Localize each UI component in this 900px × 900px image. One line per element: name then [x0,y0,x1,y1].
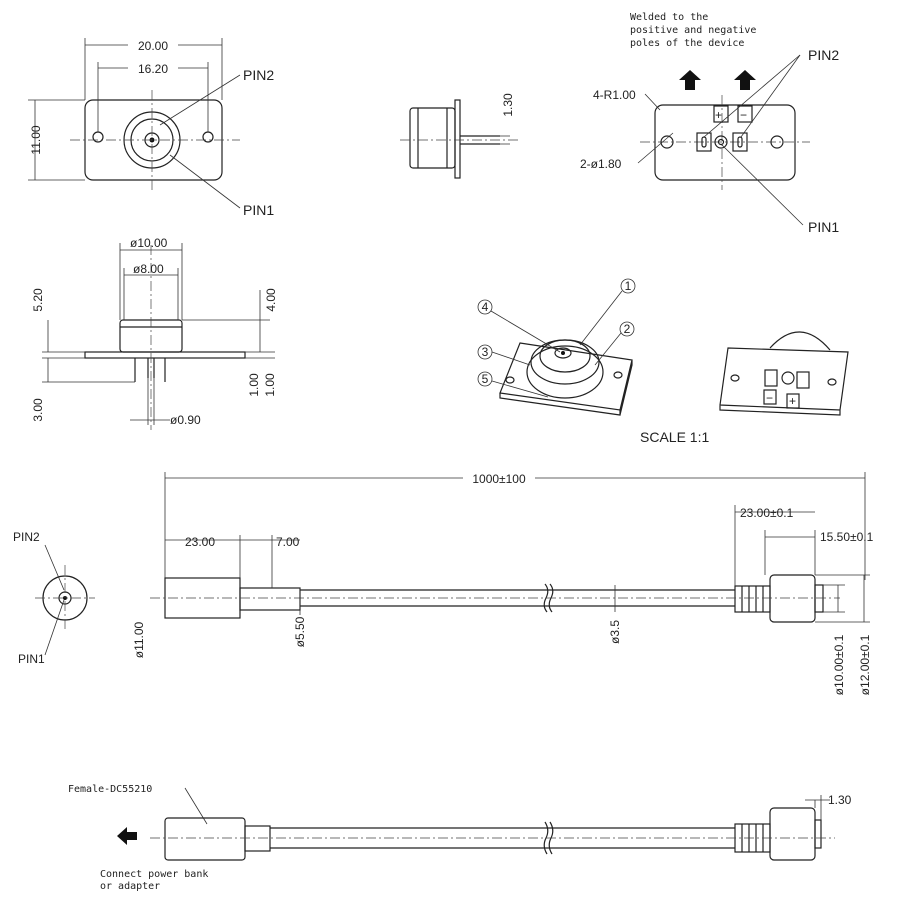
plus-sign: + [715,108,722,122]
dim-connector-length: 23.00±0.1 [740,506,794,520]
pin2-label: PIN2 [243,67,274,83]
dim-pin-length: 1.30 [828,793,852,807]
top-view: 20.00 16.20 11.00 PIN2 PIN1 [28,37,274,218]
dim-inner-dia: ø10.00±0.1 [832,634,846,695]
svg-text:4: 4 [482,300,489,314]
svg-text:5: 5 [482,372,489,386]
dim-sleeve-dia: ø5.50 [293,616,307,647]
callout-2: 2 [594,321,635,366]
mount-hole [92,131,104,143]
pin1-label: PIN1 [18,652,45,666]
dim-plug-dia: ø11.00 [132,621,146,658]
dim-plate-thickness: 1.00 [263,373,277,397]
dim-head-length: 15.50±0.1 [820,530,874,544]
bottom-view: Female-DC55210 1.30 Connect power bank o… [68,784,852,892]
dim-pin-dia: ø0.90 [170,413,201,427]
dim-body-height: 4.00 [264,288,278,312]
pin2-label: PIN2 [13,530,40,544]
dim-inner-dia: ø8.00 [133,262,164,276]
dim-pin-length: 3.00 [31,398,45,422]
note-line: positive and negative [630,25,756,36]
callout-1: 1 [579,278,636,346]
arrow-left-icon [117,827,137,845]
back-view: Welded to the positive and negative pole… [580,12,839,235]
front-section-view: ø10.00 ø8.00 5.20 4.00 3.00 1.00 1.00 ø0… [31,236,278,430]
svg-text:2: 2 [624,322,631,336]
plus-sign: + [789,394,796,408]
dim-cable-dia: ø3.5 [608,620,622,644]
dim-outer-dia: ø10.00 [130,236,168,250]
minus-sign: − [740,108,747,122]
pin1-label: PIN1 [243,202,274,218]
minus-sign: − [766,391,773,405]
dim-hole-spacing: 16.20 [138,62,168,76]
arrow-up-icon [679,70,701,90]
dim-cable-length: 1000±100 [472,472,526,486]
mount-hole [202,131,214,143]
callout-5: 5 [477,371,549,398]
dim-radius: 4-R1.00 [593,88,636,102]
note-line: Connect power bank [100,869,208,880]
dim-plug-length: 23.00 [185,535,215,549]
pin2-label: PIN2 [808,47,839,63]
callout-4: 4 [477,299,561,353]
dim-pin-length: 1.30 [501,93,515,117]
note-line: Welded to the [630,12,708,23]
svg-text:3: 3 [482,345,489,359]
arrow-up-icon [734,70,756,90]
pin1-label: PIN1 [808,219,839,235]
dim-plate-thickness: 1.00 [247,373,261,397]
iso-view: 1 2 3 4 5 − + SCALE 1:1 [477,278,849,445]
dim-outer-dia: ø12.00±0.1 [858,634,872,695]
dim-width: 20.00 [138,39,168,53]
dim-height: 11.00 [29,125,43,154]
side-view: 1.30 [400,93,520,179]
dim-sleeve-length: 7.00 [276,535,300,549]
cable-view: PIN2 PIN1 1000±100 23.00 7.00 23.00±0.1 … [13,470,874,695]
connector-label: Female-DC55210 [68,784,152,795]
note-line: poles of the device [630,38,744,49]
note-line: or adapter [100,881,160,892]
scale-label: SCALE 1:1 [640,429,709,445]
plate-outline [654,104,796,181]
svg-text:1: 1 [625,279,632,293]
callout-3: 3 [477,344,531,366]
dim-holes: 2-ø1.80 [580,157,622,171]
dim-total-height: 5.20 [31,288,45,312]
